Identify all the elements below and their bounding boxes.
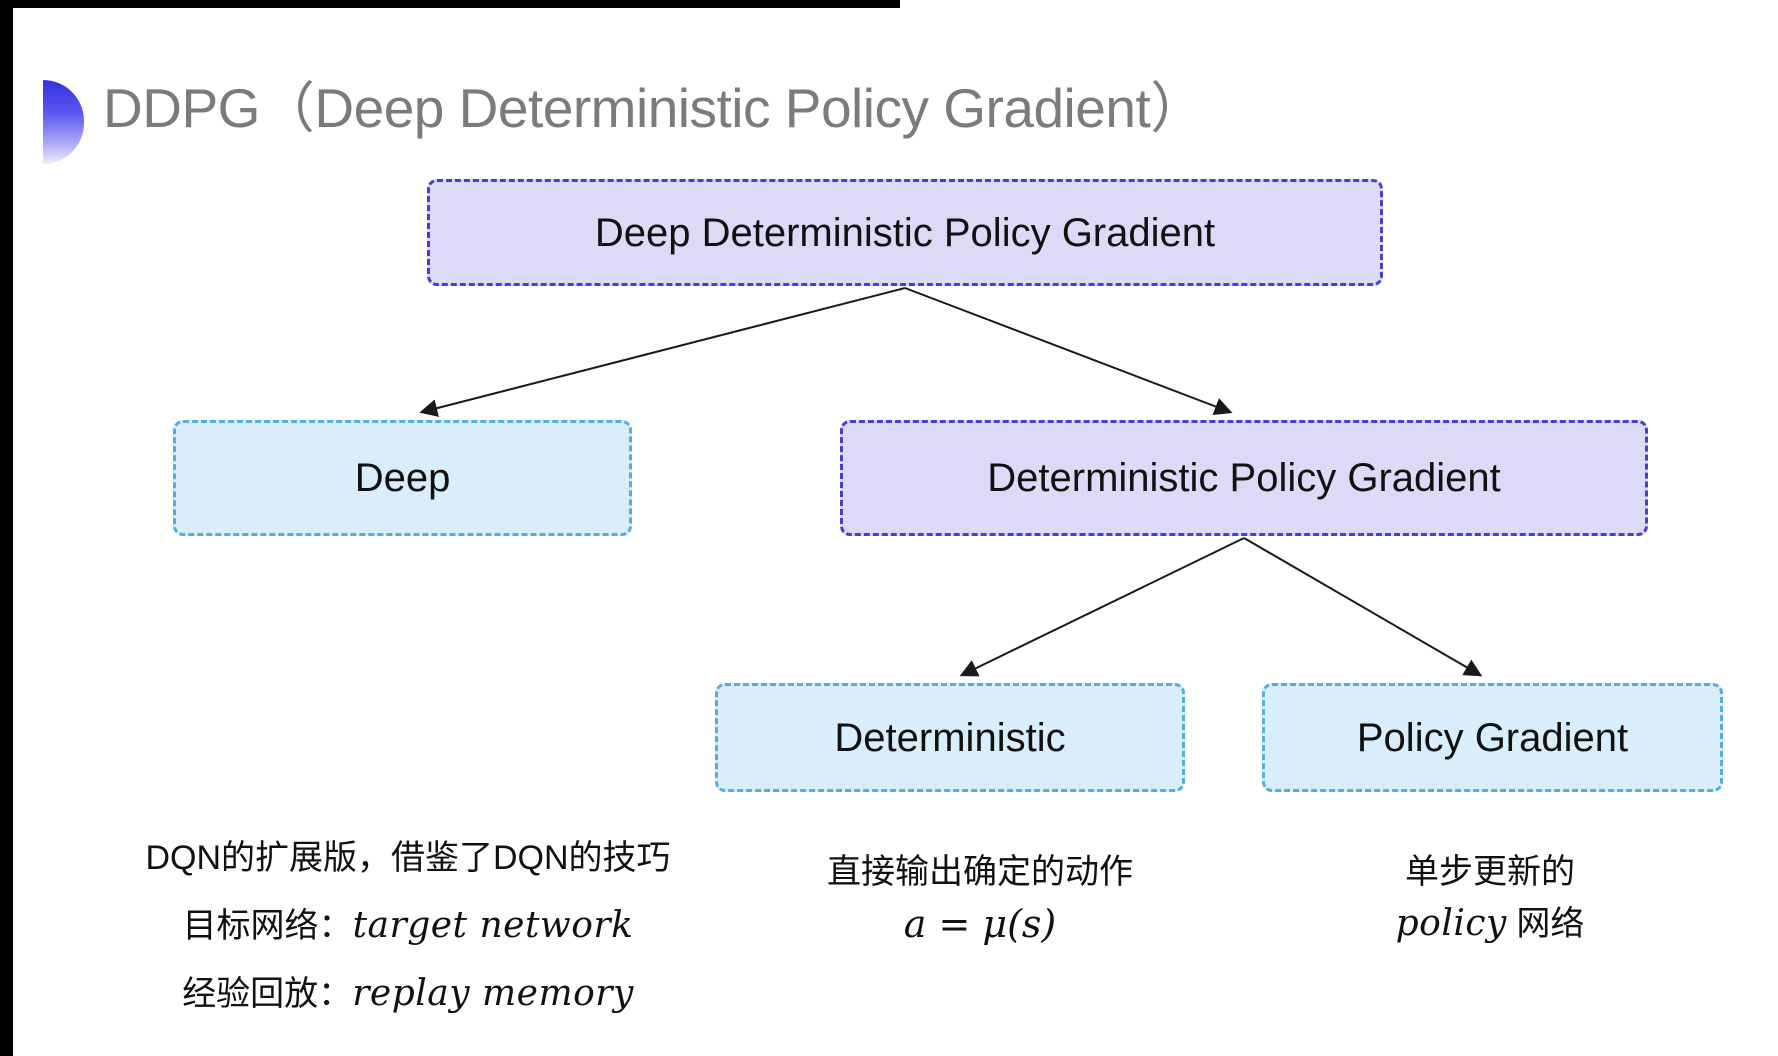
node-label: Deep (354, 456, 451, 500)
node-deterministic: Deterministic (715, 683, 1185, 792)
arrow-root-to-dpg (904, 287, 1233, 415)
page-title: DDPG（Deep Deterministic Policy Gradient） (103, 77, 1205, 139)
note-policy-line2: policy 网络 (1290, 904, 1690, 944)
note-policy-line1: 单步更新的 (1405, 853, 1575, 891)
note-deep-line3-term: replay memory (352, 973, 634, 1014)
node-policy-gradient: Policy Gradient (1262, 683, 1723, 792)
node-deep: Deep (173, 420, 632, 536)
arrow-dpg-to-policy-gradient (1243, 537, 1483, 677)
note-deep-line2-label: 目标网络： (182, 907, 353, 945)
node-label: Deterministic Policy Gradient (987, 456, 1501, 500)
note-deep: DQN的扩展版，借鉴了DQN的技巧 目标网络：target network 经验… (118, 838, 698, 1014)
note-deep-line2: 目标网络：target network (118, 906, 698, 946)
note-deep-line1: DQN的扩展版，借鉴了DQN的技巧 (145, 839, 671, 877)
top-edge-bar (0, 0, 900, 8)
note-deterministic-formula: a = μ(s) (903, 902, 1057, 946)
node-deterministic-policy-gradient: Deterministic Policy Gradient (840, 420, 1648, 536)
node-deep-deterministic-policy-gradient: Deep Deterministic Policy Gradient (427, 179, 1383, 286)
node-label: Policy Gradient (1356, 715, 1629, 760)
note-deterministic: 直接输出确定的动作 a = μ(s) (780, 852, 1180, 944)
node-label: Deterministic (834, 715, 1066, 760)
left-edge-bar (0, 0, 13, 1056)
note-deep-line2-term: target network (352, 905, 634, 946)
note-policy-term: policy (1395, 903, 1507, 944)
arrow-dpg-to-deterministic (959, 537, 1245, 677)
node-label: Deep Deterministic Policy Gradient (594, 210, 1216, 255)
note-policy-suffix: 网络 (1506, 905, 1585, 943)
note-deterministic-line1: 直接输出确定的动作 (827, 853, 1133, 891)
title-bullet-icon (43, 80, 84, 164)
note-deep-line3: 经验回放：replay memory (118, 974, 698, 1014)
note-deep-line3-label: 经验回放： (182, 975, 353, 1013)
note-policy-gradient: 单步更新的 policy 网络 (1290, 852, 1690, 944)
arrow-root-to-deep (419, 287, 906, 417)
